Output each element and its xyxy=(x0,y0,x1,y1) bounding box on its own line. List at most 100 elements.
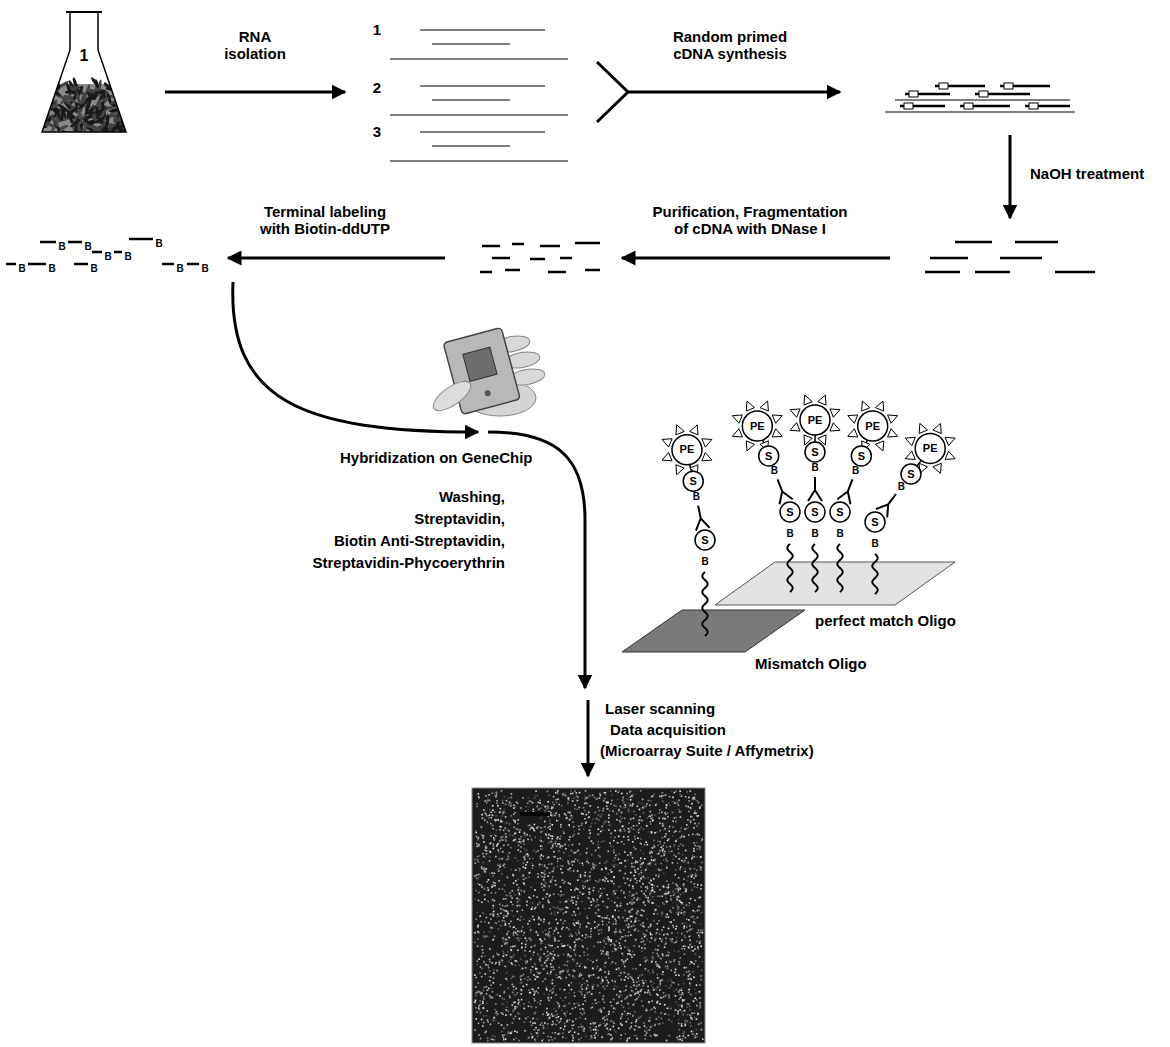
scanned-array-image xyxy=(659,1023,661,1025)
scanned-array-image xyxy=(481,885,483,887)
scanned-array-image xyxy=(548,994,550,996)
staining-complex xyxy=(662,439,672,447)
scanned-array-image xyxy=(675,941,677,943)
scanned-array-image xyxy=(500,908,502,910)
scanned-array-image xyxy=(483,810,485,812)
cdna-fragments xyxy=(585,269,600,272)
scanned-array-image xyxy=(649,1010,651,1012)
scanned-array-image xyxy=(592,968,594,970)
scanned-array-image xyxy=(649,852,651,854)
scanned-array-image xyxy=(686,918,688,920)
scanned-array-image xyxy=(651,934,653,936)
scanned-array-image xyxy=(552,836,554,838)
scanned-array-image xyxy=(695,873,697,875)
scanned-array-image xyxy=(651,815,653,817)
scanned-array-image xyxy=(620,1023,622,1025)
scanned-array-image xyxy=(550,966,552,968)
scanned-array-image xyxy=(657,949,659,951)
scanned-array-image xyxy=(634,897,636,899)
scanned-array-image xyxy=(640,843,642,845)
scanned-array-image xyxy=(622,825,624,827)
scanned-array-image xyxy=(593,984,595,986)
scanned-array-image xyxy=(489,931,491,933)
scanned-array-image xyxy=(476,1011,478,1013)
scanned-array-image xyxy=(529,858,531,860)
scanned-array-image xyxy=(543,968,545,970)
scanned-array-image xyxy=(621,953,623,955)
scanned-array-image xyxy=(672,890,674,892)
scanned-array-image xyxy=(683,1033,685,1035)
bacterial-cells xyxy=(42,88,45,101)
scanned-array-image xyxy=(571,862,573,864)
scanned-array-image xyxy=(489,851,491,853)
scanned-array-image xyxy=(476,912,478,914)
scanned-array-image xyxy=(604,988,606,990)
scanned-array-image xyxy=(574,852,576,854)
scanned-array-image xyxy=(506,1001,508,1003)
scanned-array-image xyxy=(599,880,601,882)
scanned-array-image xyxy=(526,904,528,906)
scanned-array-image xyxy=(625,882,627,884)
scanned-array-image xyxy=(640,857,642,859)
scanned-array-image xyxy=(678,974,680,976)
scanned-array-image xyxy=(606,917,608,919)
scanned-array-image xyxy=(548,842,550,844)
scanned-array-image xyxy=(557,932,559,934)
scanned-array-image xyxy=(530,939,532,941)
scanned-array-image xyxy=(663,886,665,888)
scanned-array-image xyxy=(569,955,571,957)
staining-complex xyxy=(812,544,817,592)
scanned-array-image xyxy=(530,969,532,971)
scanned-array-image xyxy=(488,976,490,978)
scanned-array-image xyxy=(657,977,659,979)
rna-strands xyxy=(390,114,568,115)
scanned-array-image xyxy=(558,967,560,969)
scanned-array-image xyxy=(477,839,479,841)
scanned-array-image xyxy=(648,927,650,929)
scanned-array-image xyxy=(534,979,536,981)
scanned-array-image xyxy=(640,864,642,866)
scanned-array-image xyxy=(608,971,610,973)
scanned-array-image xyxy=(685,923,687,925)
scanned-array-image xyxy=(500,984,502,986)
scanned-array-image xyxy=(677,905,679,907)
scanned-array-image xyxy=(585,934,587,936)
scanned-array-image xyxy=(633,888,635,890)
scanned-array-image xyxy=(612,846,614,848)
scanned-array-image xyxy=(478,1007,480,1009)
cdna-fragments xyxy=(560,257,572,260)
scanned-array-image xyxy=(682,912,684,914)
scanned-array-image xyxy=(683,927,685,929)
scanned-array-image xyxy=(518,964,520,966)
staining-complex xyxy=(933,423,941,433)
scanned-array-image xyxy=(628,931,630,933)
scanned-array-image xyxy=(665,938,667,940)
staining-complex xyxy=(805,502,825,522)
cdna-rna-hybrids xyxy=(964,103,973,109)
scanned-array-image xyxy=(492,875,494,877)
scanned-array-image xyxy=(654,1025,656,1027)
scanned-array-image xyxy=(481,901,483,903)
scanned-array-image xyxy=(691,943,693,945)
scanned-array-image xyxy=(590,1007,592,1009)
cdna-strands xyxy=(1015,241,1058,244)
scanned-array-image xyxy=(551,879,553,881)
scanned-array-image xyxy=(577,1003,579,1005)
scanned-array-image xyxy=(661,1018,663,1020)
scanned-array-image xyxy=(530,959,532,961)
scanned-array-image xyxy=(673,1015,675,1017)
scanned-array-image xyxy=(661,895,663,897)
scanned-array-image xyxy=(671,791,673,793)
scanned-array-image xyxy=(478,878,480,880)
scanned-array-image xyxy=(582,864,584,866)
scanned-array-image xyxy=(549,945,551,947)
scanned-array-image xyxy=(609,810,611,812)
scanned-array-image xyxy=(652,1025,654,1027)
scanned-array-image xyxy=(659,933,661,935)
scanned-array-image xyxy=(653,989,655,991)
bacterial-cells xyxy=(38,77,51,86)
scanned-array-image xyxy=(543,876,545,878)
scanned-array-image xyxy=(666,807,668,809)
scanned-array-image xyxy=(543,1027,545,1029)
scanned-array-image xyxy=(535,976,537,978)
